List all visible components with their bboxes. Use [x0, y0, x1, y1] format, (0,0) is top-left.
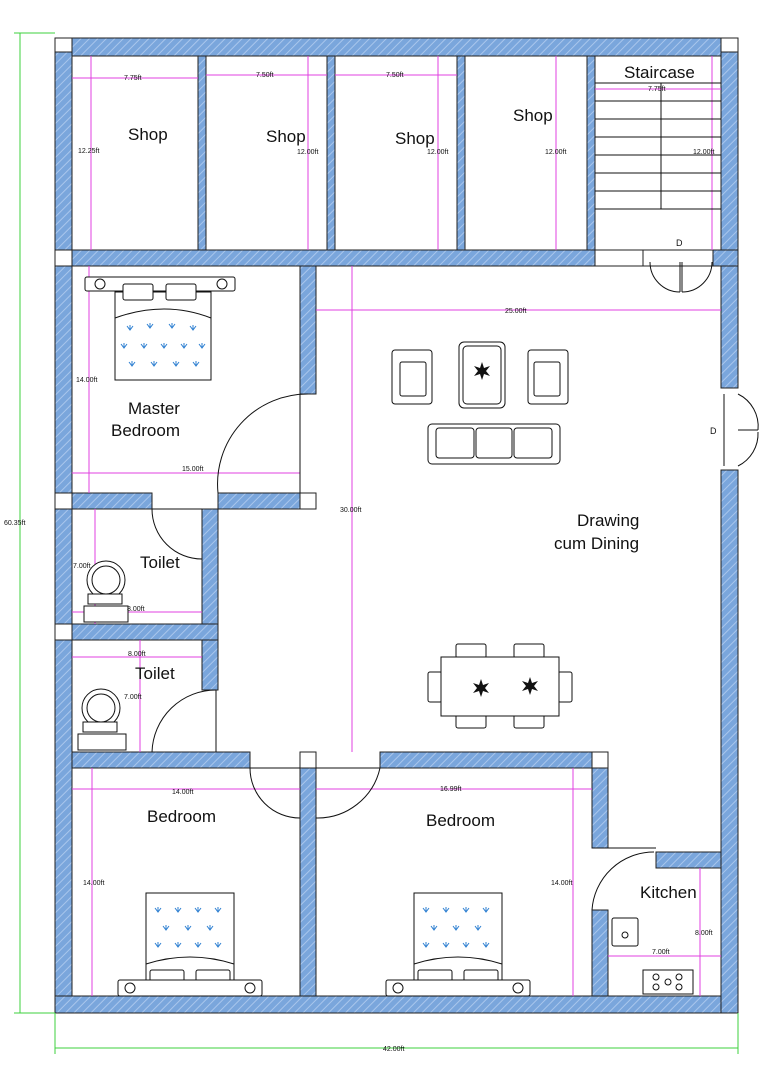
dim-toilet-2-width: 8.00ft — [128, 651, 146, 658]
door-mark-staircase: D — [676, 238, 683, 248]
corner-post — [54, 37, 73, 53]
dim-master-depth: 14.00ft — [76, 377, 97, 384]
room-label-shop-2: Shop — [266, 127, 306, 146]
master-bottom-wall — [217, 492, 301, 510]
bedroom-bed-2 — [385, 892, 531, 997]
room-label-bedroom-1: Bedroom — [147, 807, 216, 826]
wall-post — [54, 492, 73, 510]
dim-kitchen-depth: 8.00ft — [695, 930, 713, 937]
dim-shop-4-depth: 12.00ft — [545, 149, 566, 156]
dim-bedroom-1-width: 14.00ft — [172, 789, 193, 796]
toilet-right-wall — [201, 508, 219, 625]
bedroom-top-wall — [71, 751, 251, 769]
master-bed — [84, 276, 236, 381]
room-label-master-2: Bedroom — [111, 421, 180, 440]
toilet2-right-wall — [201, 639, 219, 691]
toilet-fixture-1 — [83, 560, 129, 623]
dim-staircase-width: 7.75ft — [648, 86, 666, 93]
shop-partition — [197, 55, 207, 251]
room-labels: Shop Shop Shop Shop Staircase Master Bed… — [111, 63, 697, 902]
room-label-shop-1: Shop — [128, 125, 168, 144]
dim-toilet-1-width: 8.00ft — [127, 606, 145, 613]
walls — [54, 37, 739, 1014]
dim-drawing-width: 25.00ft — [505, 308, 526, 315]
dim-shop-1-width: 7.75ft — [124, 75, 142, 82]
room-label-staircase: Staircase — [624, 63, 695, 82]
toilet-divider-wall — [71, 623, 219, 641]
master-bottom-wall — [71, 492, 153, 510]
dining-table — [427, 643, 573, 729]
staircase-steps — [595, 82, 721, 210]
dimension-labels: 7.75ft 12.25ft 7.50ft 12.00ft 7.50ft 12.… — [4, 72, 714, 1053]
dim-shop-2-depth: 12.00ft — [297, 149, 318, 156]
dim-shop-3-width: 7.50ft — [386, 72, 404, 79]
corner-post — [720, 37, 739, 53]
dimension-lines — [14, 32, 739, 1054]
kitchen-left-wall-lower — [591, 909, 609, 997]
room-label-kitchen: Kitchen — [640, 883, 697, 902]
dim-bedroom-1-depth: 14.00ft — [83, 880, 104, 887]
shop-partition — [326, 55, 336, 251]
dim-shop-2-width: 7.50ft — [256, 72, 274, 79]
bedroom-top-wall — [379, 751, 609, 769]
bottom-outer-wall — [54, 995, 739, 1014]
shop-partition — [586, 55, 596, 251]
door-mark-main: D — [710, 426, 717, 436]
left-outer-wall — [54, 37, 73, 1014]
top-outer-wall — [54, 37, 739, 57]
dim-shop-3-depth: 12.00ft — [427, 149, 448, 156]
dim-staircase-depth: 12.00ft — [693, 149, 714, 156]
master-right-wall — [299, 265, 317, 395]
room-label-shop-3: Shop — [395, 129, 435, 148]
staircase-door-frame — [642, 249, 714, 267]
dim-toilet-1-depth: 7.00ft — [73, 563, 91, 570]
wall-post — [299, 751, 317, 769]
dim-shop-1-depth: 12.25ft — [78, 148, 99, 155]
dim-drawing-depth: 30.00ft — [340, 507, 361, 514]
room-label-drawing-2: cum Dining — [554, 534, 639, 553]
sofa-set — [391, 341, 569, 465]
kitchen-left-wall — [591, 767, 609, 849]
right-outer-wall-lower — [720, 469, 739, 1014]
dim-bedroom-2-depth: 14.00ft — [551, 880, 572, 887]
right-outer-wall-upper — [720, 37, 739, 389]
door-swing — [649, 261, 681, 293]
shop-partition — [456, 55, 466, 251]
bedroom-divider — [299, 767, 317, 997]
dim-master-width: 15.00ft — [182, 466, 203, 473]
room-label-shop-4: Shop — [513, 106, 553, 125]
wall-post — [54, 623, 73, 641]
staircase-opening — [594, 249, 644, 267]
dim-kitchen-width: 7.00ft — [652, 949, 670, 956]
bedroom-bed-1 — [117, 892, 263, 997]
room-label-toilet-1: Toilet — [140, 553, 180, 572]
room-label-drawing-1: Drawing — [577, 511, 639, 530]
wall-post — [54, 249, 73, 267]
dim-bedroom-2-width: 16.99ft — [440, 786, 461, 793]
doors — [151, 261, 759, 911]
wall-post — [299, 492, 317, 510]
room-label-master-1: Master — [128, 399, 180, 418]
kitchen-top-wall — [655, 851, 722, 869]
room-label-toilet-2: Toilet — [135, 664, 175, 683]
dim-toilet-2-depth: 7.00ft — [124, 694, 142, 701]
dim-overall-height: 60.35ft — [4, 520, 25, 527]
toilet-fixture-2 — [77, 688, 127, 751]
room-label-bedroom-2: Bedroom — [426, 811, 495, 830]
wall-post — [591, 751, 609, 769]
kitchen-fixtures — [611, 917, 694, 995]
dim-overall-width: 42.00ft — [383, 1046, 404, 1053]
